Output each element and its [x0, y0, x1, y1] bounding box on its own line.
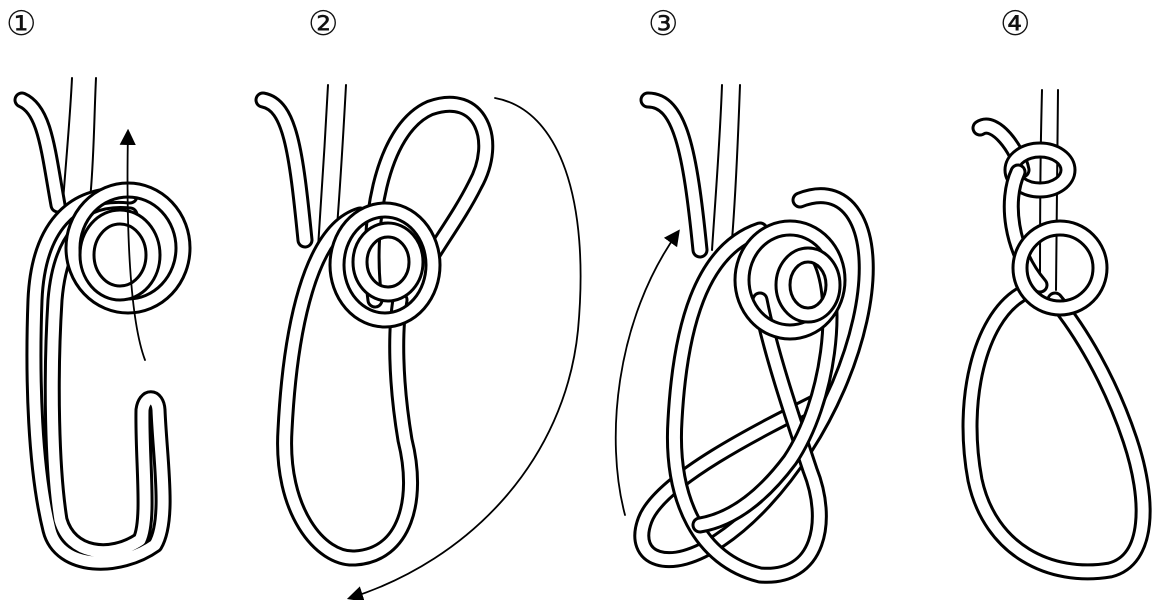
- step-2-figure: [254, 84, 582, 600]
- rope-ring: [774, 246, 842, 324]
- direction-arrow: [346, 97, 582, 600]
- rope-segment: [276, 206, 420, 567]
- rope-segment: [13, 91, 67, 214]
- rope-segment: [639, 91, 709, 259]
- standing-line: [317, 84, 329, 249]
- step-1-figure: [13, 77, 192, 571]
- rope-ring: [351, 221, 425, 303]
- direction-arrow: [614, 229, 680, 516]
- rope-ring: [78, 208, 162, 302]
- step-label-3: ③: [648, 4, 679, 44]
- step-4-figure: [961, 89, 1152, 581]
- rope-segment: [665, 221, 828, 584]
- step-label-4: ④: [1000, 4, 1031, 44]
- standing-line: [89, 77, 97, 201]
- rope-ring: [1011, 219, 1109, 317]
- step-label-2: ②: [308, 4, 339, 44]
- standing-line: [1039, 89, 1043, 291]
- rope-segment: [254, 91, 314, 249]
- rope-segment: [961, 286, 1152, 581]
- rope-ring: [328, 201, 442, 329]
- step-label-1: ①: [6, 4, 37, 44]
- step-3-figure: [614, 84, 875, 584]
- standing-line: [711, 84, 723, 251]
- direction-arrow: [119, 128, 146, 361]
- rope-segment: [25, 186, 172, 571]
- standing-line: [731, 84, 741, 241]
- rope-segment: [1002, 163, 1049, 294]
